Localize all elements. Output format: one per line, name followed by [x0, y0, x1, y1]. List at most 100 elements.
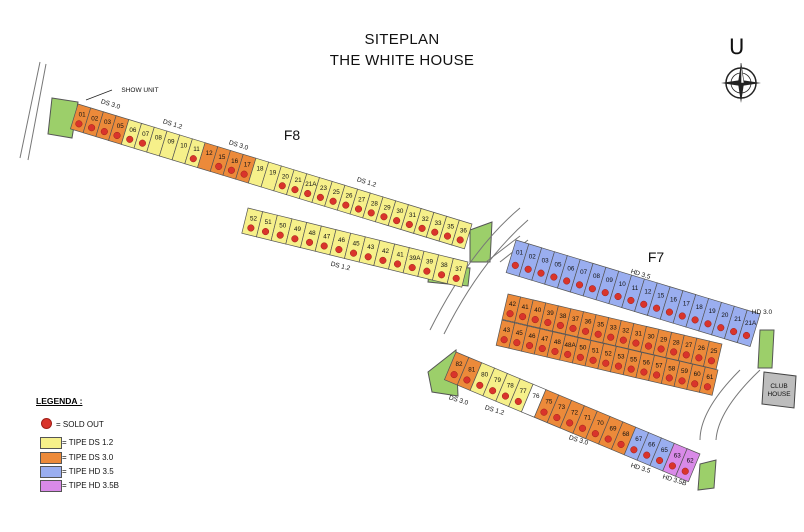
f7-north-lot — [736, 309, 761, 347]
f7-south-lot-number: 66 — [648, 442, 656, 449]
f8-south-lot-number: 42 — [382, 248, 390, 255]
sold-out-marker — [582, 327, 590, 335]
f8-north-lot-number: 26 — [345, 193, 353, 200]
f7-mid-bottom-lot-number: 60 — [694, 371, 702, 378]
sold-out-marker — [668, 462, 676, 470]
north-indicator: U — [729, 35, 745, 59]
f8-north-lot-number: 21 — [295, 177, 303, 184]
sold-out-marker — [380, 213, 388, 221]
sold-out-marker — [644, 342, 653, 350]
sold-out-marker — [594, 330, 602, 338]
sold-out-marker — [379, 256, 387, 264]
f7-mid-bottom-lot-number: 59 — [681, 368, 689, 375]
sold-out-marker — [349, 249, 358, 257]
sold-out-marker — [511, 261, 519, 269]
f8-north-lot-number: 16 — [231, 158, 239, 165]
sold-out-marker — [682, 351, 690, 359]
sold-out-marker — [578, 424, 587, 432]
f7-south-lot-number: 67 — [635, 436, 643, 443]
sold-out-marker — [276, 231, 284, 239]
sold-out-marker — [588, 285, 596, 293]
sold-out-marker — [305, 238, 314, 246]
f8-north-lot-number: 23 — [320, 185, 328, 192]
sold-out-marker — [335, 246, 343, 254]
f7-south-lot-number: 68 — [622, 431, 630, 438]
f7-south-lot-number: 62 — [687, 458, 695, 465]
hd35b-swatch — [40, 480, 62, 492]
sold-out-marker — [354, 205, 363, 213]
f7-north-lot-number: 21A — [745, 320, 757, 327]
f8-north-lot-number: 25 — [333, 189, 341, 196]
f7-mid-bottom-lot-number: 47 — [541, 336, 549, 343]
club-house-label: CLUB — [770, 383, 787, 390]
sold-out-marker — [525, 342, 534, 350]
sold-out-marker — [678, 377, 686, 385]
sold-out-marker — [556, 321, 564, 330]
sold-out-marker — [126, 135, 134, 143]
f7-mid-top-lot-number: 27 — [685, 342, 693, 349]
sold-out-marker — [730, 328, 738, 336]
sold-out-marker — [113, 131, 121, 140]
sold-out-marker — [566, 419, 574, 427]
sold-out-marker — [367, 209, 375, 217]
f7-mid-top-lot-number: 29 — [660, 336, 668, 343]
f8-north-lot-number: 35 — [447, 224, 455, 231]
f8-north-lot — [451, 219, 473, 250]
sold-out-marker — [278, 182, 286, 190]
leader-line — [85, 89, 113, 101]
dimension-label: DS 1.2 — [162, 118, 183, 131]
sold-out-marker — [627, 365, 635, 373]
club-house-building — [761, 371, 797, 409]
page-title: SITEPLAN — [364, 31, 440, 48]
sold-out-marker — [408, 264, 416, 272]
sold-out-marker — [540, 408, 548, 416]
f8-north-lot-number: 17 — [244, 162, 252, 169]
sold-out-marker — [437, 271, 446, 279]
f7-mid-bottom-lot-number: 55 — [630, 356, 638, 363]
f7-north-lot-number: 08 — [593, 273, 601, 280]
f7-mid-bottom-lot-number: 48A — [565, 342, 577, 349]
sold-out-marker — [240, 170, 248, 178]
sold-out-marker — [329, 197, 337, 205]
f7-mid-top-lot-number: 28 — [673, 339, 681, 346]
f7-north-lot-number: 17 — [683, 300, 691, 307]
sold-out-marker — [630, 446, 638, 454]
sold-out-marker — [589, 356, 597, 364]
legend-hd35-label: = TIPE HD 3.5 — [62, 467, 114, 476]
sold-out-marker — [553, 414, 561, 422]
f8-north-lot-number: 02 — [91, 115, 99, 122]
f7-south-lot-number: 65 — [661, 447, 669, 454]
sold-out-marker — [247, 224, 255, 232]
sold-out-marker — [423, 267, 431, 275]
f7-mid-bottom-lot-number: 46 — [528, 333, 536, 340]
page-subtitle: THE WHITE HOUSE — [329, 52, 475, 69]
sold-out-marker — [707, 357, 715, 365]
f7-north-lot-number: 03 — [542, 257, 550, 264]
f7-south-lot-number: 77 — [520, 388, 528, 395]
f7-north-lot-number: 01 — [516, 250, 524, 257]
f8-south-lot — [446, 257, 469, 288]
sold-out-marker — [619, 336, 627, 344]
sold-out-marker — [614, 362, 623, 370]
f7-mid-bottom-lot-number: 56 — [643, 359, 651, 366]
sold-out-marker — [681, 467, 689, 475]
f8-north-lot-number: 15 — [218, 154, 226, 161]
f8-north-lot-number: 05 — [117, 123, 125, 130]
sold-out-marker — [431, 228, 439, 236]
show-unit-label: SHOW UNIT — [121, 87, 158, 94]
f8-north-lot-number: 30 — [396, 208, 404, 215]
sold-out-marker — [665, 308, 673, 316]
dimension-label: HD 3.0 — [752, 309, 773, 316]
f8-north-lot-number: 08 — [155, 135, 163, 142]
f7-north-lot-number: 02 — [529, 254, 537, 261]
f8-north-lot-number: 29 — [384, 204, 392, 211]
green-area — [757, 329, 775, 369]
f7-mid-top-lot-number: 39 — [547, 310, 555, 317]
compass-icon — [721, 62, 761, 103]
sold-out-marker — [703, 383, 711, 391]
f7-north-lot-number: 15 — [657, 293, 665, 300]
sold-out-marker — [291, 186, 299, 194]
sold-out-marker — [100, 128, 108, 136]
sold-out-marker — [501, 392, 510, 400]
f8-north-lot-number: 31 — [409, 212, 417, 219]
